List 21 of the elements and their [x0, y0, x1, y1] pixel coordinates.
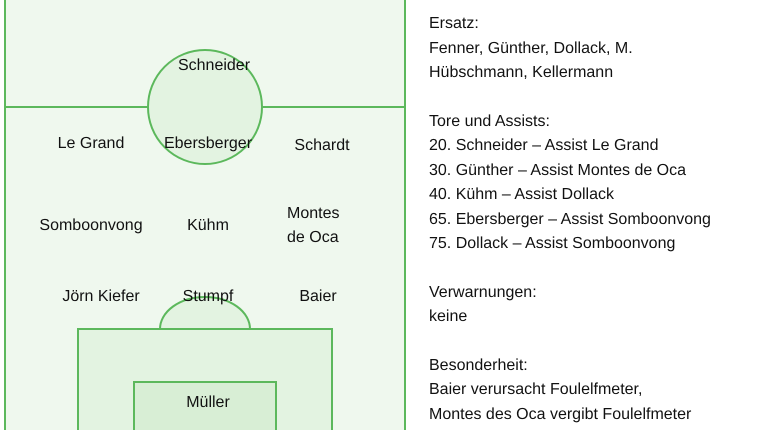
note-text: Tore und Assists: — [429, 112, 551, 132]
player-name: Baier — [299, 287, 337, 307]
player-name: Schardt — [294, 136, 350, 156]
player-name: Le Grand — [58, 134, 124, 154]
note-text: keine — [429, 307, 468, 327]
note-text: 20. Schneider – Assist Le Grand — [429, 136, 660, 156]
player-name: Montes de Oca — [287, 204, 340, 248]
player-name: Jörn Kiefer — [62, 287, 140, 307]
note-text: 65. Ebersberger – Assist Somboonvong — [429, 210, 712, 230]
note-text: Montes des Oca vergibt Foulelfmeter — [429, 404, 692, 424]
player-name: Somboonvong — [39, 216, 143, 236]
note-text: Verwarnungen: — [429, 282, 538, 302]
note-text: 75. Dollack – Assist Somboonvong — [429, 234, 676, 254]
player-name: Müller — [186, 393, 230, 413]
note-text: Ersatz: — [429, 14, 480, 34]
note-text: Besonderheit: — [429, 356, 529, 376]
note-text: 40. Kühm – Assist Dollack — [429, 185, 615, 205]
note-text: Baier verursacht Foulelfmeter, — [429, 380, 644, 400]
note-text: Fenner, Günther, Dollack, M. Hübschmann, Kellermann — [429, 38, 634, 83]
player-name: Kühm — [187, 216, 229, 236]
note-text: 30. Günther – Assist Montes de Oca — [429, 160, 688, 180]
